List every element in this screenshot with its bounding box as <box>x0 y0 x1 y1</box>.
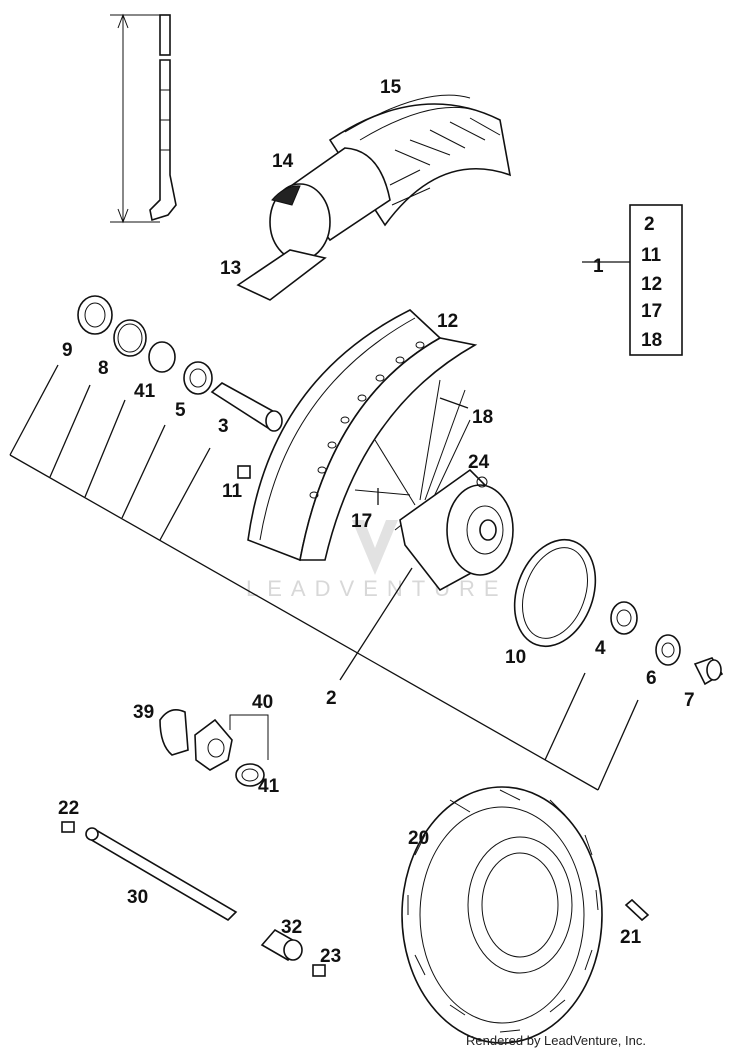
kit-item-11: 11 <box>641 245 662 266</box>
callout-21: 21 <box>620 927 642 948</box>
disc-slots <box>407 789 599 1033</box>
part-callouts: 1 2 3 4 5 6 7 8 9 10 11 12 13 14 15 17 1… <box>58 77 695 967</box>
callout-13: 13 <box>220 258 241 279</box>
valve-stem-detail <box>110 13 177 224</box>
callout-24: 24 <box>468 452 490 473</box>
inner-tube <box>269 147 391 261</box>
callout-20: 20 <box>408 828 429 849</box>
callout-17: 17 <box>351 511 372 532</box>
callout-10: 10 <box>505 647 526 668</box>
rim-strip <box>236 249 327 301</box>
assembly-leader-lines <box>9 261 639 791</box>
callout-12: 12 <box>437 311 458 332</box>
axle-parts <box>61 821 326 977</box>
callout-18: 18 <box>472 407 493 428</box>
callout-40: 40 <box>252 692 273 713</box>
callout-5: 5 <box>175 400 186 421</box>
callout-4: 4 <box>595 638 606 659</box>
kit-item-2: 2 <box>644 214 655 235</box>
rim <box>247 309 478 562</box>
brake-disc <box>401 786 603 1044</box>
callout-9: 9 <box>62 340 73 361</box>
callout-15: 15 <box>380 77 402 98</box>
callout-14: 14 <box>272 151 294 172</box>
callout-7: 7 <box>684 690 695 711</box>
sensor-ring <box>513 538 597 648</box>
watermark-text: LEADVENTURE <box>246 576 508 601</box>
kit-item-12: 12 <box>641 274 662 295</box>
callout-41-lower: 41 <box>258 776 280 797</box>
kit-item-17: 17 <box>641 301 662 322</box>
rim-spoke-holes <box>309 341 425 499</box>
callout-39: 39 <box>133 702 154 723</box>
callout-32: 32 <box>281 917 302 938</box>
callout-2: 2 <box>326 688 337 709</box>
kit-box: 2 11 12 17 18 <box>629 204 683 356</box>
render-credit: Rendered by LeadVenture, Inc. <box>466 1033 646 1048</box>
callout-11: 11 <box>222 481 243 502</box>
callout-8: 8 <box>98 358 109 379</box>
callout-22: 22 <box>58 798 79 819</box>
callout-30: 30 <box>127 887 148 908</box>
watermark: LEADVENTURE <box>246 520 508 601</box>
callout-1: 1 <box>593 256 604 277</box>
right-side-parts <box>610 601 724 686</box>
kit-item-18: 18 <box>641 330 662 351</box>
left-side-parts <box>77 295 283 479</box>
speedo-drive-parts <box>159 709 269 787</box>
callout-41-left: 41 <box>134 381 156 402</box>
hub <box>399 468 514 592</box>
callout-6: 6 <box>646 668 657 689</box>
disc-bolt <box>624 898 650 922</box>
callout-23: 23 <box>320 946 341 967</box>
callout-3: 3 <box>218 416 229 437</box>
spokes <box>354 379 471 531</box>
